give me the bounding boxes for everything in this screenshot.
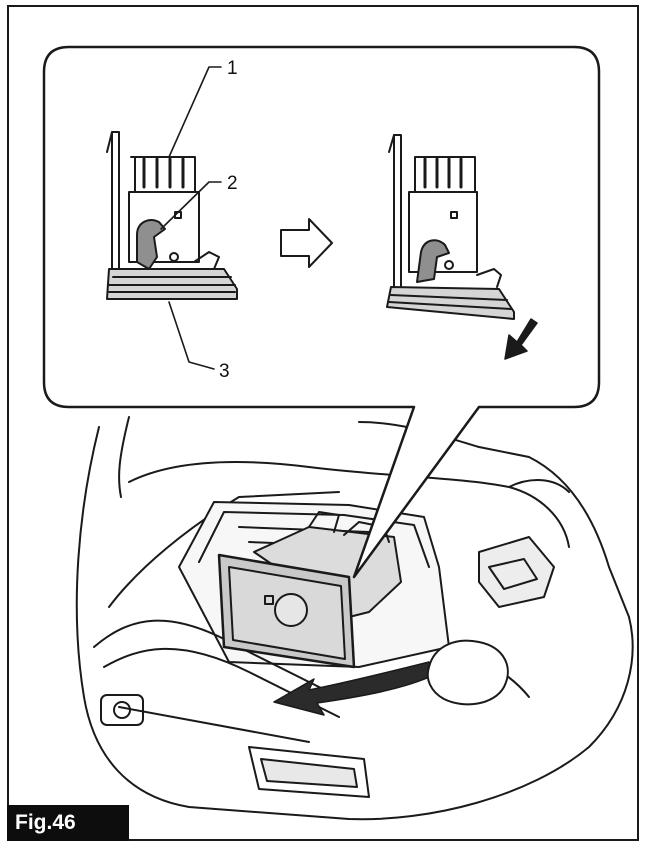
callout-number-3: 3 [219, 361, 230, 382]
detail-callout [42, 45, 601, 579]
callout-number-2: 2 [227, 173, 238, 194]
hand-thumb [426, 639, 509, 706]
transition-arrow [280, 218, 333, 268]
illustration: 1 2 3 [42, 45, 634, 821]
tool-body [75, 416, 634, 821]
latch-detail-after [386, 134, 515, 320]
callout-leaders [160, 66, 222, 370]
latch-detail-before [106, 131, 238, 300]
figure-frame: 1 2 3 [7, 5, 639, 841]
pull-direction-arrow [273, 661, 435, 716]
figure-label: Fig.46 [7, 805, 129, 841]
latch-release-arrow [504, 318, 538, 360]
callout-number-1: 1 [227, 58, 238, 79]
